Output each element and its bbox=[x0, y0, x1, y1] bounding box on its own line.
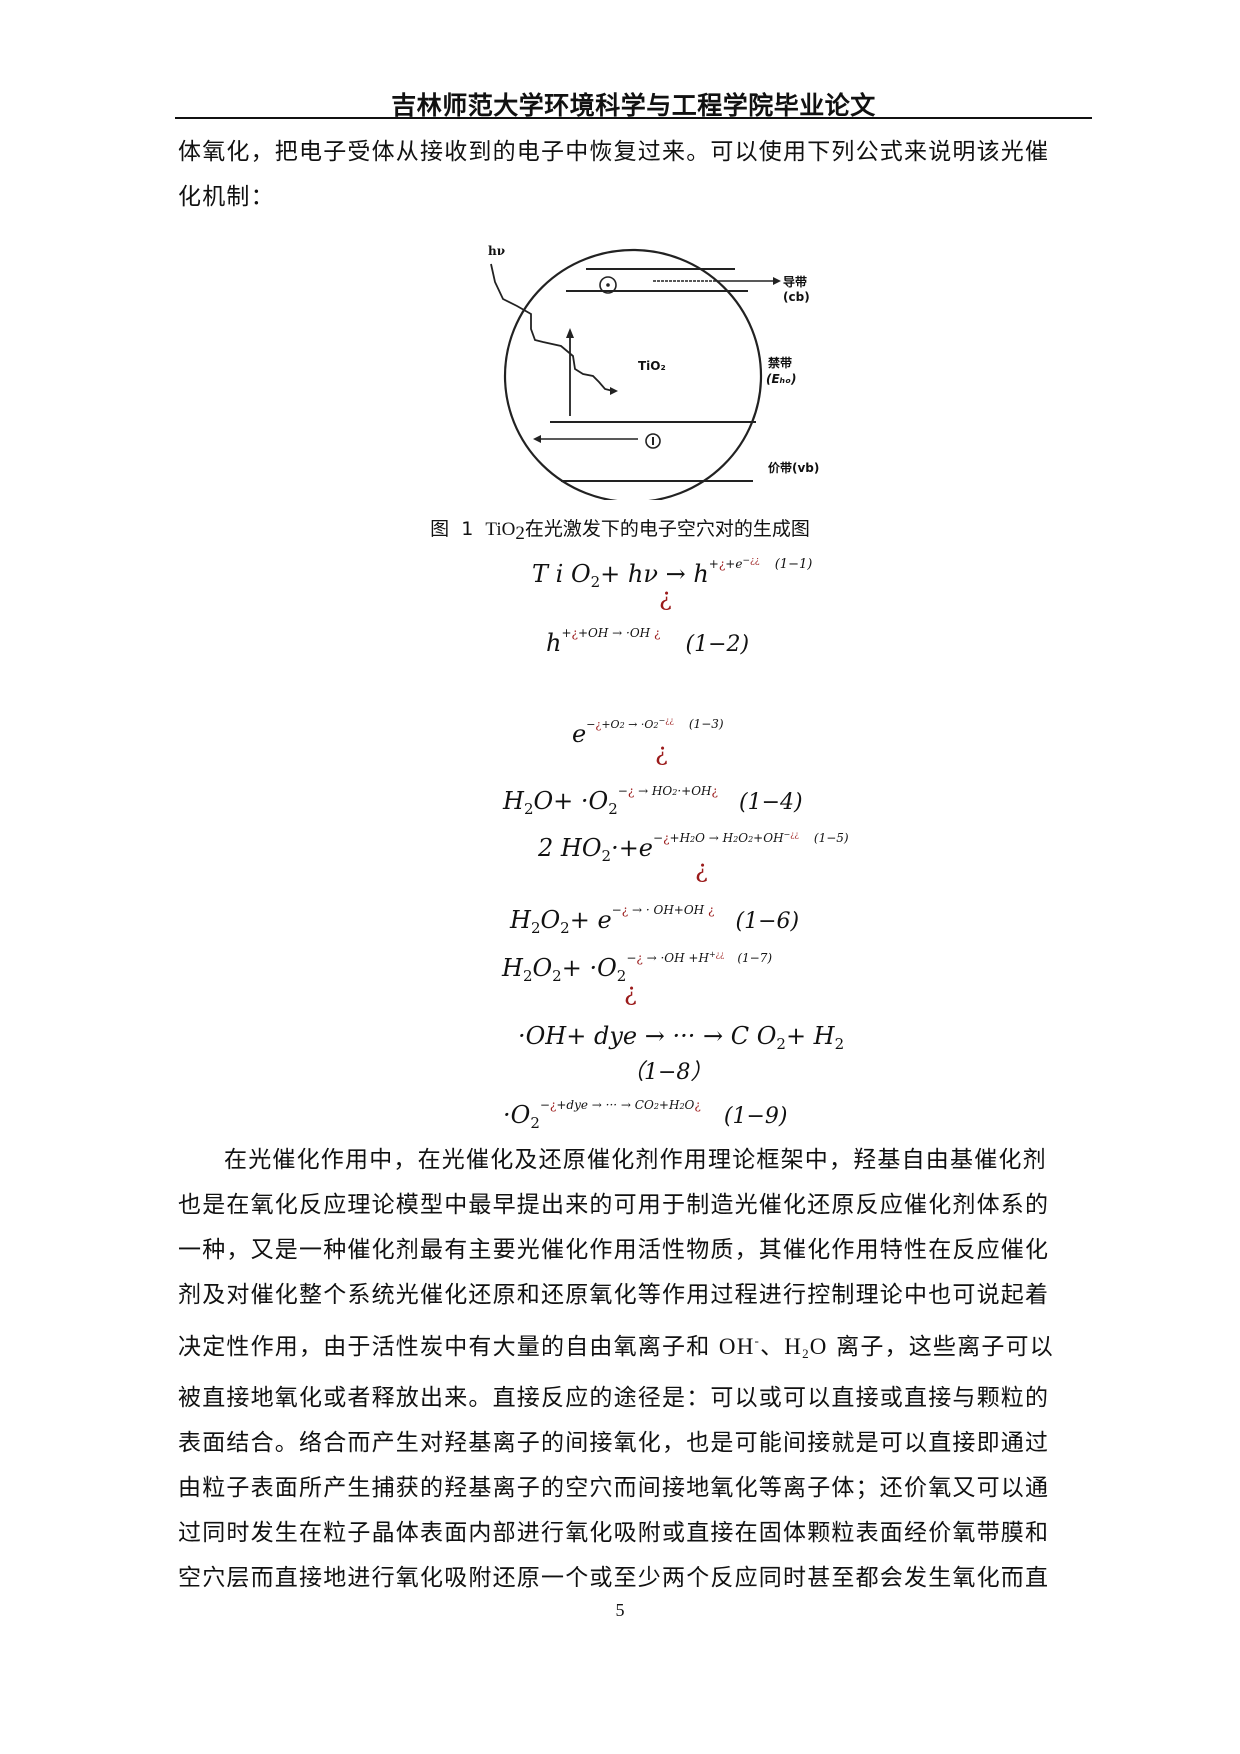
hydroxide-formula: OH bbox=[718, 1334, 755, 1359]
artifact-glyph: ¿ bbox=[624, 978, 637, 1006]
equation-1-5: 2 HO2·+e−¿+H2O → H2O2+OH−¿¿ (1−5) bbox=[538, 830, 849, 865]
body-paragraph: 在光催化作用中，在光催化及还原催化剂作用理论框架中，羟基自由基催化剂 也是在氧化… bbox=[178, 1138, 1092, 1601]
band-gap-label: 禁带 bbox=[768, 356, 793, 370]
text-line: 决定性作用，由于活性炭中有大量的自由氧离子和 OH-、H2O 离子，这些离子可以 bbox=[178, 1318, 1092, 1376]
equation-1-1: T i O2+ hν → h+¿+e−¿¿ (1−1) bbox=[532, 556, 813, 591]
figure-caption: 图 1 TiO2在光激发下的电子空穴对的生成图 bbox=[0, 514, 1240, 545]
text-line: 体氧化，把电子受体从接收到的电子中恢复过来。可以使用下列公式来说明该光催 bbox=[178, 139, 1050, 165]
water-formula-subscript: 2 bbox=[802, 1346, 810, 1361]
intro-paragraph: 体氧化，把电子受体从接收到的电子中恢复过来。可以使用下列公式来说明该光催 化机制… bbox=[178, 130, 1092, 220]
water-formula-h: H bbox=[784, 1334, 803, 1359]
equation-1-4: H2O+ ·O2−¿ → HO2·+OH¿ (1−4) bbox=[503, 784, 803, 818]
caption-formula: TiO bbox=[485, 519, 516, 540]
text-line: 也是在氧化反应理论模型中最早提出来的可用于制造光催化还原反应催化剂体系的 bbox=[178, 1192, 1050, 1218]
charge-superscript: - bbox=[754, 1333, 761, 1348]
page-number: 5 bbox=[615, 1600, 625, 1620]
caption-text: 在光激发下的电子空穴对的生成图 bbox=[524, 518, 810, 540]
text-line: 过同时发生在粒子晶体表面内部进行氧化吸附或直接在固体颗粒表面经价氧带膜和 bbox=[178, 1520, 1050, 1546]
caption-formula-sub: 2 bbox=[515, 523, 525, 544]
text-line: 剂及对催化整个系统光催化还原和还原氧化等作用过程进行控制理论中也可说起着 bbox=[178, 1282, 1050, 1308]
text-segment: 、 bbox=[760, 1334, 785, 1360]
text-line: 在光催化作用中，在光催化及还原催化剂作用理论框架中，羟基自由基催化剂 bbox=[224, 1147, 1047, 1173]
text-line: 被直接地氧化或者释放出来。直接反应的途径是：可以或可以直接或直接与颗粒的 bbox=[178, 1385, 1050, 1411]
text-line: 化机制： bbox=[178, 184, 275, 210]
valence-band-label: 价带(vb) bbox=[768, 461, 820, 475]
band-gap-symbol: (Eₕₒ) bbox=[766, 372, 797, 386]
header-rule bbox=[175, 117, 1092, 119]
equation-1-6: H2O2+ e−¿ → · OH+OH ¿ (1−6) bbox=[510, 903, 800, 937]
text-segment: 离子，这些离子可以 bbox=[827, 1334, 1054, 1360]
photon-label: hν bbox=[488, 244, 506, 258]
equation-1-9: ·O2−¿+dye → ··· → CO2+H2O¿ (1−9) bbox=[503, 1098, 788, 1132]
equation-1-7: H2O2+ ·O2−¿ → ·OH +H+¿¿ (1−7) bbox=[502, 950, 773, 985]
water-formula-o: O bbox=[809, 1334, 828, 1359]
equation-1-2: h+¿+OH → ·OH ¿ (1−2) bbox=[546, 626, 750, 657]
text-line: 一种，又是一种催化剂最有主要光催化作用活性物质，其催化作用特性在反应催化 bbox=[178, 1237, 1050, 1263]
tio2-band-diagram: hν 导带(cb) TiO₂ 禁带 (Eₕₒ) 价带(vb) bbox=[483, 244, 833, 504]
text-line: 空穴层而直接地进行氧化吸附还原一个或至少两个反应同时甚至都会发生氧化而直 bbox=[178, 1565, 1050, 1591]
caption-prefix: 图 1 bbox=[430, 518, 486, 540]
conduction-band-label: 导带(cb) bbox=[783, 275, 810, 304]
text-segment: 决定性作用，由于活性炭中有大量的自由氧离子和 bbox=[178, 1334, 719, 1360]
running-header-title: 吉林师范大学环境科学与工程学院毕业论文 bbox=[391, 91, 876, 120]
artifact-glyph: ¿ bbox=[659, 583, 672, 611]
text-line: 表面结合。络合而产生对羟基离子的间接氧化，也是可能间接就是可以直接即通过 bbox=[178, 1430, 1050, 1456]
equation-1-3: e−¿+O2 → ·O2−¿¿ (1−3) bbox=[572, 716, 724, 748]
artifact-glyph: ¿ bbox=[695, 855, 708, 883]
tio2-label: TiO₂ bbox=[638, 359, 666, 373]
equation-1-8-tag: （1−8） bbox=[622, 1060, 713, 1085]
text-line: 由粒子表面所产生捕获的羟基离子的空穴而间接地氧化等离子体；还价氧又可以通 bbox=[178, 1475, 1050, 1501]
artifact-glyph: ¿ bbox=[655, 738, 668, 766]
equation-1-8: ·OH+ dye → ··· → C O2+ H2 bbox=[518, 1022, 845, 1053]
